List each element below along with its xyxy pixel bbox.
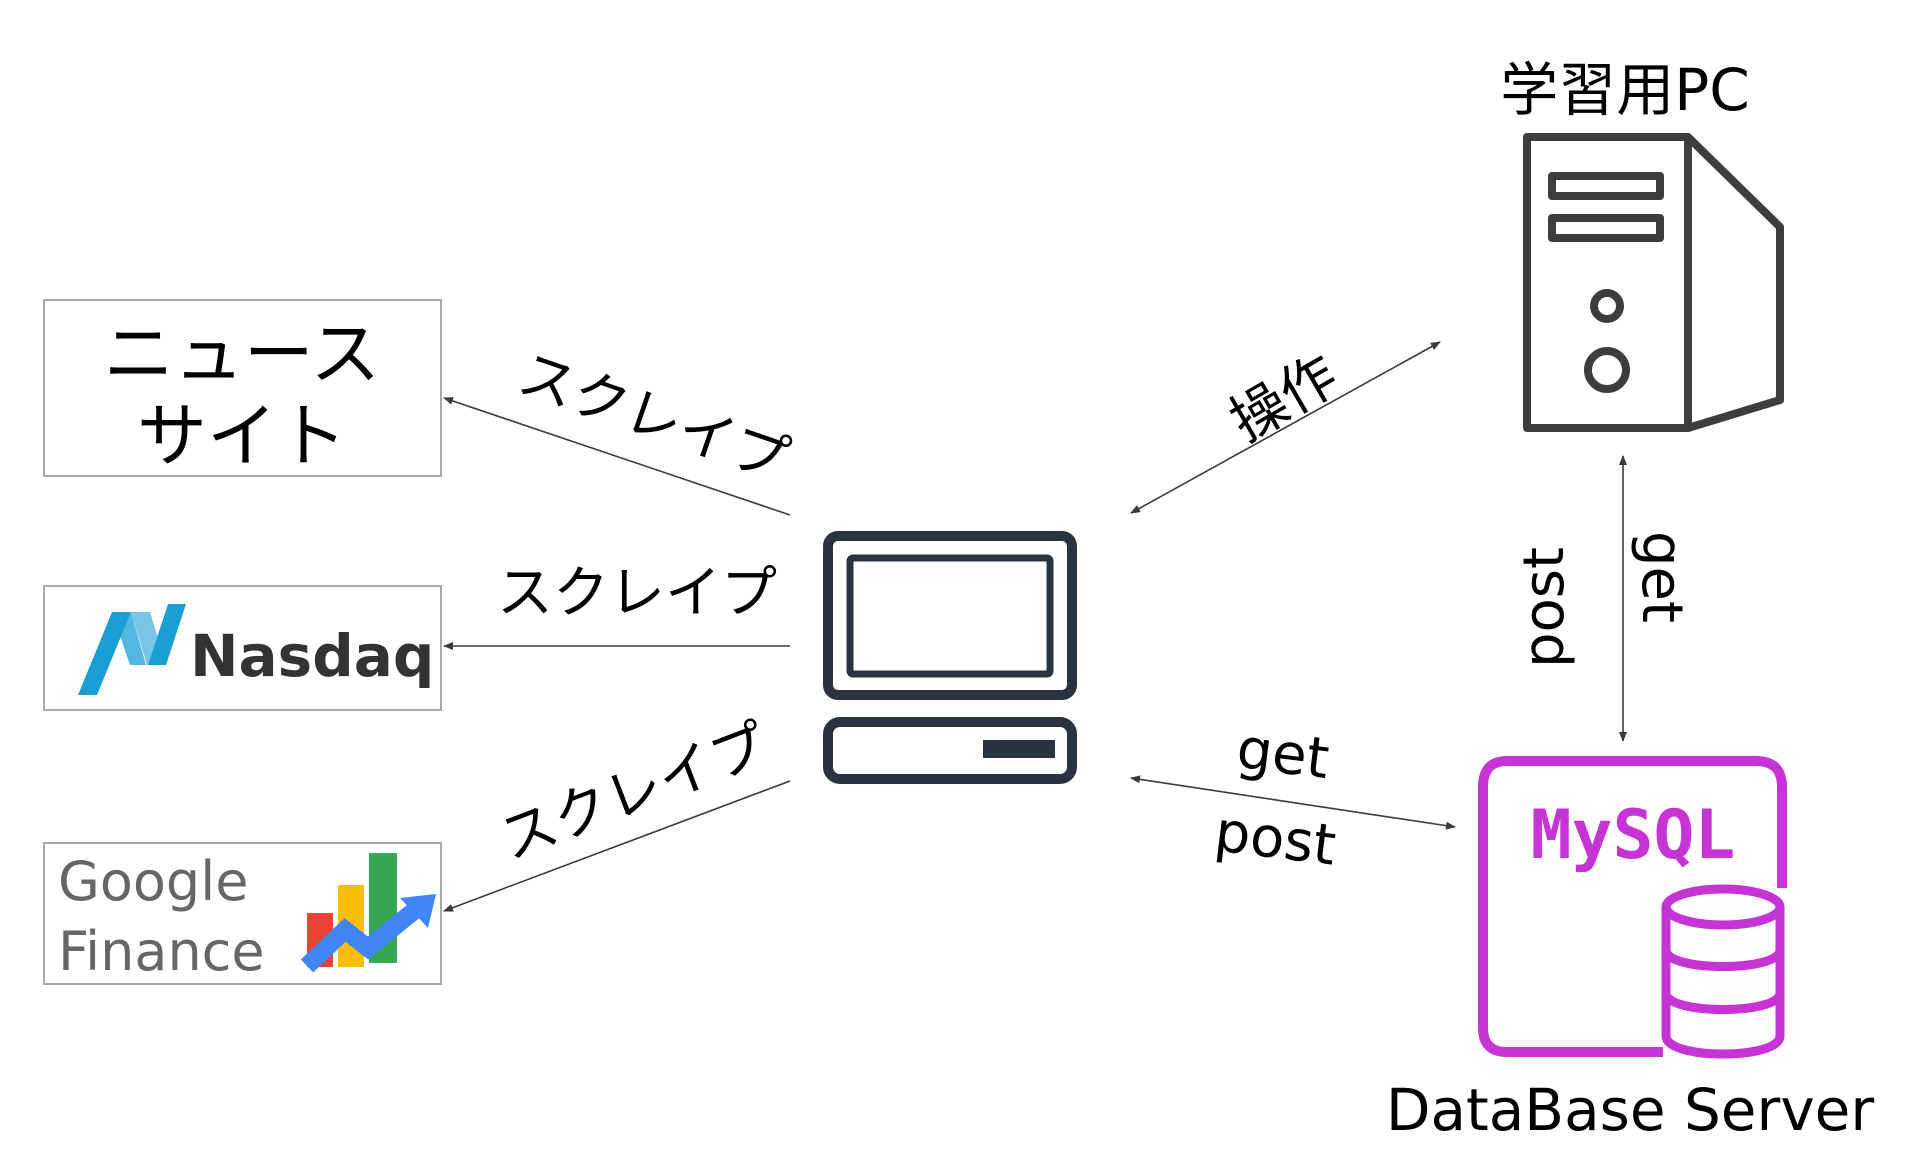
google-finance-chart-icon bbox=[300, 853, 436, 973]
learning-pc-title: 学習用PC bbox=[1500, 56, 1749, 124]
nasdaq-logo-icon bbox=[78, 604, 186, 695]
news-site-label-line2: サイト bbox=[137, 395, 347, 477]
nasdaq-box: Nasdaq bbox=[43, 585, 442, 711]
operate-label: 操作 bbox=[1220, 343, 1349, 455]
news-site-box: ニュース サイト bbox=[43, 299, 442, 477]
google-finance-label-line2: Finance bbox=[58, 920, 265, 983]
arrow-client-database bbox=[1130, 775, 1456, 830]
connector-arrows bbox=[443, 341, 1627, 912]
mysql-label: MySQL bbox=[1531, 796, 1736, 875]
pc-db-get-label: get bbox=[1629, 531, 1694, 623]
learning-pc-tower-icon bbox=[1523, 133, 1784, 432]
client-computer-icon bbox=[823, 531, 1077, 784]
scrape-nasdaq-label: スクレイプ bbox=[497, 561, 777, 626]
news-site-label-line1: ニュース bbox=[104, 313, 381, 395]
scrape-google-label: スクレイプ bbox=[492, 712, 777, 873]
google-finance-label-line1: Google bbox=[58, 850, 248, 913]
pc-db-post-label: post bbox=[1512, 547, 1577, 668]
arrow-client-learning-pc bbox=[1130, 341, 1441, 514]
client-db-post-label: post bbox=[1211, 799, 1339, 878]
arrow-to-news-site bbox=[443, 397, 791, 516]
google-finance-box: Google Finance bbox=[43, 842, 442, 985]
client-db-get-label: get bbox=[1233, 716, 1332, 792]
scrape-news-label: スクレイプ bbox=[510, 342, 796, 495]
mysql-database-icon: MySQL bbox=[1478, 756, 1787, 1059]
nasdaq-logo-text: Nasdaq bbox=[190, 622, 434, 690]
arrow-to-google-finance bbox=[443, 780, 791, 912]
database-server-label: DataBase Server bbox=[1386, 1076, 1875, 1144]
